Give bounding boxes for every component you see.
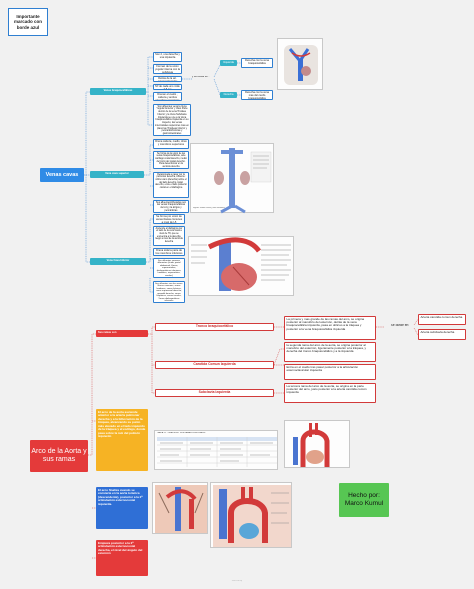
superior-note-3: Relacionada a pasar por la pulmonar dere… — [153, 172, 189, 198]
vena-cava-inferior-label: Vena Cava Inferior — [90, 258, 146, 265]
superior-note-1: Drena cabeza, cuello, tórax y miembros s… — [153, 139, 189, 149]
rama-carotida-comun-izquierda: Carotida Comun Izquierda — [155, 361, 274, 369]
thorax-icon — [155, 485, 207, 533]
rama-note-3: Entra en el cuello tras pasar posterior … — [284, 364, 376, 380]
braquio-note-4: Mª de cada uno mide 2.5 cm — [153, 84, 182, 90]
inferior-note-1: Se forma por union de venas ilíacas comu… — [153, 214, 185, 224]
rama-note-4: La tercera rama del arco de la aorta, se… — [284, 383, 376, 403]
derecha-label: Derecha — [220, 92, 237, 98]
division-carotida-derecha: Arteria carotida comun derecha — [418, 314, 466, 325]
izquierda-note: Derecha con la vena braquiocefálica — [241, 58, 273, 68]
legend-note: Importante marcado con borde azul — [8, 8, 48, 36]
heart-icon — [191, 237, 291, 291]
braquio-note-2: Forman de la union yugular interna con l… — [153, 64, 182, 74]
arco-aorta-root: Arco de la Aorta y sus ramas — [30, 440, 88, 472]
derecha-note: Derecha con la vena mas del cuello braqu… — [241, 90, 273, 100]
venas-cavas-root: Venas cavas — [40, 168, 84, 182]
venous-system-illustration: Figura: venas cavas y sus afluentes — [190, 143, 274, 214]
aortic-arch-icon — [293, 423, 330, 467]
aorta-table-image: TABLA 1.1 - LA AORTA Y SUS RAMAS PRINCIP… — [154, 430, 278, 470]
izquierda-label: Izquierda — [220, 60, 237, 66]
venous-figure-caption: Figura: venas cavas y sus afluentes — [193, 207, 225, 209]
se-divide-en-label: y se divide en : — [192, 76, 210, 78]
braquiocefalicas-illustration — [277, 38, 323, 90]
vena-cava-superior-label: Vena cava superior — [90, 171, 144, 178]
division-subclavia-derecha: Arteria subclavia derecha — [418, 329, 466, 340]
braquio-note-5: Drenan el cuello , cabeza y ambos miembr… — [153, 92, 182, 101]
aortic-arch-image — [284, 420, 350, 468]
arco-inicio-red: Empieza posterior a la 2ª articulación e… — [96, 540, 148, 576]
braquio-note-1: Son 2, una derecha y una izquierda — [153, 52, 182, 62]
braquio-note-3: Detrás de la art. esternoclavicular — [153, 76, 182, 82]
veins-thorax-icon — [284, 45, 318, 85]
inferior-note-4: Sus afluentes venosas diferentes (ácida,… — [153, 258, 185, 278]
arco-origen-yellow: El arco de la aorta asciende anterior a … — [96, 409, 148, 471]
heart-veins-illustration — [188, 236, 294, 296]
watermark: GoConqr — [231, 580, 243, 582]
braquio-note-long: Son afluentes vena la Vena Yugular Anter… — [153, 104, 191, 136]
signature-box: Hecho por: Marco Kumul — [339, 483, 389, 517]
thorax-anatomy-image — [152, 482, 208, 534]
superior-note-4: Sus afluentes/tributarias son las venas … — [153, 200, 189, 213]
sus-ramas-label: Sus ramas son — [96, 330, 148, 337]
venous-system-icon — [214, 148, 272, 214]
venas-braquiocefalicas-label: Venas braquiocefálicas — [90, 88, 146, 95]
arco-final-blue: El arco finaliza cuando se convierte en … — [96, 487, 148, 529]
inferior-note-3: Drena toda la parte de los miembros infe… — [153, 248, 185, 256]
inferior-note-2: Asciende al diafragma por el lado de la … — [153, 226, 185, 246]
aorta-table-title: TABLA 1.1 - LA AORTA Y SUS RAMAS PRINCIP… — [157, 432, 206, 434]
aorta-branches-icon — [213, 485, 291, 547]
rama-note-2: la segunda rama del arco de la aorta, se… — [284, 342, 376, 362]
se-divide-label: Se divide en: — [390, 324, 410, 327]
superior-note-2: Se forma de la union de las venas braqui… — [153, 151, 189, 169]
rama-tronco-braquiocefalico: Tronco braquiocefálico — [155, 323, 274, 331]
rama-subclavia-izquierda: Subclavia Izquierda — [155, 389, 274, 397]
table-grid-icon — [157, 437, 277, 467]
aorta-branches-image — [210, 482, 292, 548]
rama-note-1: La primera y mas grande de las ramas del… — [284, 316, 376, 340]
inferior-note-5: Sus afluentes son las venas: Ilíacas com… — [153, 281, 185, 303]
